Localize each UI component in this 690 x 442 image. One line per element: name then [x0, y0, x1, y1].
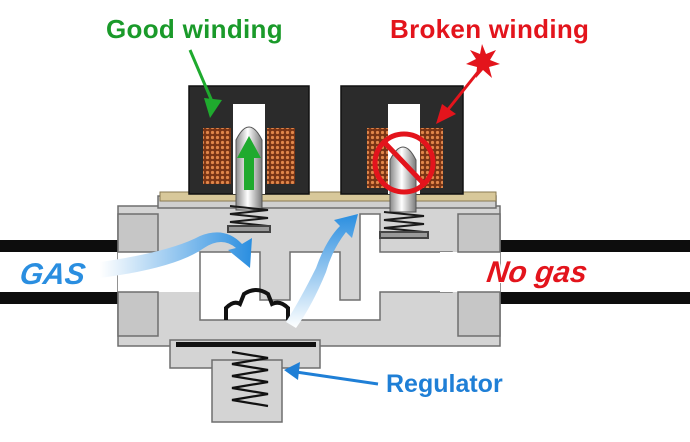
gas-up-arrow	[286, 214, 358, 328]
right-plunger-spring	[379, 211, 429, 239]
up-arrow-icon	[237, 136, 261, 190]
no-gas-label: No gas	[484, 256, 590, 289]
regulator-spring	[231, 350, 269, 408]
prohibited-icon	[372, 131, 436, 195]
broken-coil	[340, 85, 464, 213]
good-winding-label: Good winding	[106, 14, 283, 44]
diaphragm	[224, 288, 290, 320]
gas-inflow-arrow	[100, 232, 252, 278]
red-arrow-icon	[436, 71, 480, 124]
regulator-label: Regulator	[386, 370, 503, 398]
broken-winding-label: Broken winding	[390, 14, 590, 44]
spark-icon	[466, 44, 500, 78]
gas-label: GAS	[17, 258, 88, 291]
mounting-plate	[159, 191, 497, 202]
left-plunger-spring	[227, 205, 271, 233]
blue-arrow-icon	[284, 362, 379, 386]
green-arrow-icon	[188, 49, 222, 118]
